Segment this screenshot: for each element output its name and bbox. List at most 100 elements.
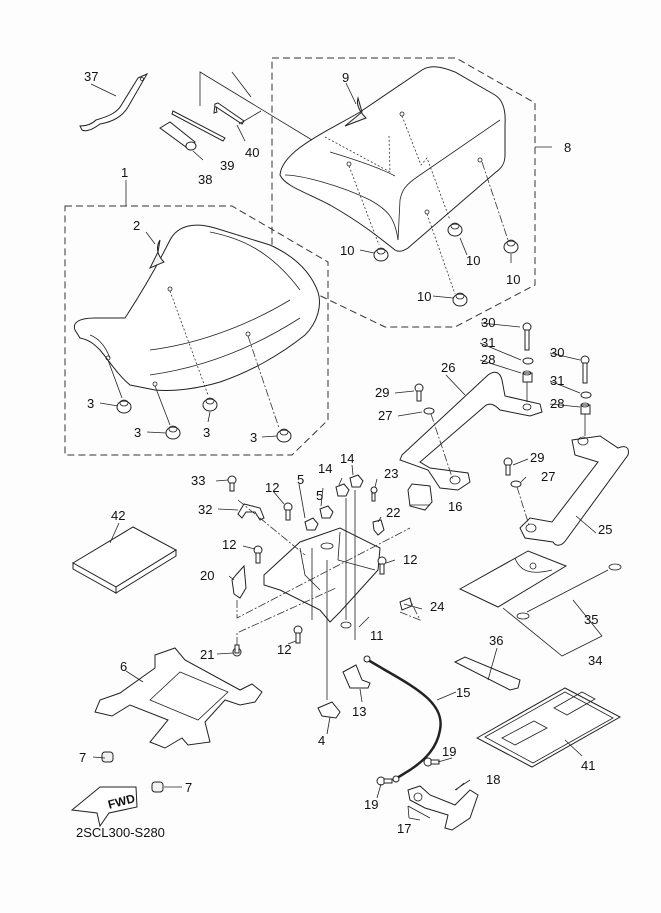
screwdriver-39[interactable] — [171, 110, 226, 142]
callout-29-b[interactable]: 29 — [530, 450, 544, 465]
callout-6[interactable]: 6 — [120, 659, 127, 674]
callout-17[interactable]: 17 — [397, 821, 411, 836]
damper-3-a — [116, 399, 132, 414]
callout-3-d[interactable]: 3 — [250, 430, 257, 445]
callout-1[interactable]: 1 — [121, 165, 128, 180]
clip-4[interactable] — [317, 701, 341, 719]
damper-7-a — [101, 751, 114, 763]
callout-40[interactable]: 40 — [245, 145, 259, 160]
damper-24 — [399, 597, 413, 611]
seat-lock-cable-15[interactable] — [363, 655, 442, 783]
hex-wrench-40[interactable] — [213, 102, 245, 125]
callout-10-b[interactable]: 10 — [466, 253, 480, 268]
seat-lock-bracket-11[interactable] — [263, 527, 381, 629]
callout-14-b[interactable]: 14 — [340, 451, 354, 466]
callout-10-d[interactable]: 10 — [417, 289, 431, 304]
callout-21[interactable]: 21 — [200, 647, 214, 662]
callout-11[interactable]: 11 — [370, 628, 384, 643]
tool-case-34[interactable] — [458, 550, 568, 608]
cover-16[interactable] — [407, 483, 433, 511]
callout-28-b[interactable]: 28 — [550, 396, 564, 411]
callout-12-b[interactable]: 12 — [222, 537, 236, 552]
callout-9[interactable]: 9 — [342, 70, 349, 85]
callout-19-a[interactable]: 19 — [442, 744, 456, 759]
callout-35[interactable]: 35 — [584, 612, 598, 627]
stay-20[interactable] — [231, 564, 247, 599]
callout-18[interactable]: 18 — [486, 772, 500, 787]
callout-28-a[interactable]: 28 — [481, 352, 495, 367]
callout-labels: 37 1 2 3 3 3 3 40 39 38 9 8 10 10 10 10 … — [79, 69, 612, 836]
callout-30-a[interactable]: 30 — [481, 315, 495, 330]
callout-3-c[interactable]: 3 — [203, 425, 210, 440]
callout-5-b[interactable]: 5 — [316, 488, 323, 503]
manual-case-41[interactable] — [475, 687, 622, 768]
callout-41[interactable]: 41 — [581, 758, 595, 773]
callout-3-a[interactable]: 3 — [87, 396, 94, 411]
axis-27a — [430, 413, 454, 481]
callout-3-b[interactable]: 3 — [134, 425, 141, 440]
callout-24[interactable]: 24 — [430, 599, 444, 614]
callout-16[interactable]: 16 — [448, 499, 462, 514]
callout-37[interactable]: 37 — [84, 69, 98, 84]
owners-manual-42[interactable] — [72, 526, 178, 594]
callout-5-a[interactable]: 5 — [297, 472, 304, 487]
callout-27-a[interactable]: 27 — [378, 408, 392, 423]
bolt-30-a — [522, 322, 532, 351]
callout-4[interactable]: 4 — [318, 733, 325, 748]
callout-32[interactable]: 32 — [198, 502, 212, 517]
callout-20[interactable]: 20 — [200, 568, 214, 583]
callout-19-b[interactable]: 19 — [364, 797, 378, 812]
callout-23[interactable]: 23 — [384, 466, 398, 481]
callout-13[interactable]: 13 — [352, 704, 366, 719]
callout-34[interactable]: 34 — [588, 653, 602, 668]
fwd-label: FWD — [106, 791, 136, 812]
seat-bracket-6[interactable] — [94, 647, 263, 749]
damper-10-b — [447, 222, 463, 237]
nut-5-a — [304, 517, 319, 531]
grab-bar-26[interactable] — [399, 371, 543, 491]
callout-39[interactable]: 39 — [220, 158, 234, 173]
callout-2[interactable]: 2 — [133, 218, 140, 233]
callout-10-c[interactable]: 10 — [506, 272, 520, 287]
callout-38[interactable]: 38 — [198, 172, 212, 187]
callout-25[interactable]: 25 — [598, 522, 612, 537]
collar-28-a — [522, 370, 533, 383]
screw-33 — [227, 475, 237, 492]
band-36[interactable] — [453, 656, 521, 691]
callout-36[interactable]: 36 — [489, 633, 503, 648]
bracket-34-35 — [502, 599, 603, 657]
callout-26[interactable]: 26 — [441, 360, 455, 375]
wrench-37[interactable] — [79, 72, 149, 132]
helmet-wire-35[interactable] — [516, 563, 622, 620]
socket-38[interactable] — [159, 121, 197, 151]
callout-8[interactable]: 8 — [564, 140, 571, 155]
lever-assembly-17[interactable] — [407, 785, 479, 831]
callout-10-a[interactable]: 10 — [340, 243, 354, 258]
nut-5-b — [319, 505, 334, 519]
callout-12-d[interactable]: 12 — [277, 642, 291, 657]
single-seat[interactable] — [279, 66, 509, 295]
callout-27-b[interactable]: 27 — [541, 469, 555, 484]
callout-33[interactable]: 33 — [191, 473, 205, 488]
bolt-29-a — [414, 383, 424, 402]
callout-42[interactable]: 42 — [111, 508, 125, 523]
callout-14-a[interactable]: 14 — [318, 461, 332, 476]
grab-bar-25[interactable] — [519, 435, 629, 546]
callout-12-a[interactable]: 12 — [265, 480, 279, 495]
nut-14-a — [335, 483, 350, 497]
callout-22[interactable]: 22 — [386, 505, 400, 520]
damper-7-b — [151, 781, 164, 793]
callout-7-a[interactable]: 7 — [79, 750, 86, 765]
callout-30-b[interactable]: 30 — [550, 345, 564, 360]
double-seat[interactable] — [73, 224, 320, 429]
callout-15[interactable]: 15 — [456, 685, 470, 700]
callout-12-c[interactable]: 12 — [403, 552, 417, 567]
bolt-12-c — [377, 556, 387, 575]
seat-lock-13[interactable] — [342, 664, 371, 689]
hook-32[interactable] — [237, 503, 265, 521]
callout-31-b[interactable]: 31 — [550, 373, 564, 388]
callout-7-b[interactable]: 7 — [185, 780, 192, 795]
callout-29-a[interactable]: 29 — [375, 385, 389, 400]
callout-31-a[interactable]: 31 — [481, 335, 495, 350]
tool-bracket-line — [199, 71, 313, 141]
